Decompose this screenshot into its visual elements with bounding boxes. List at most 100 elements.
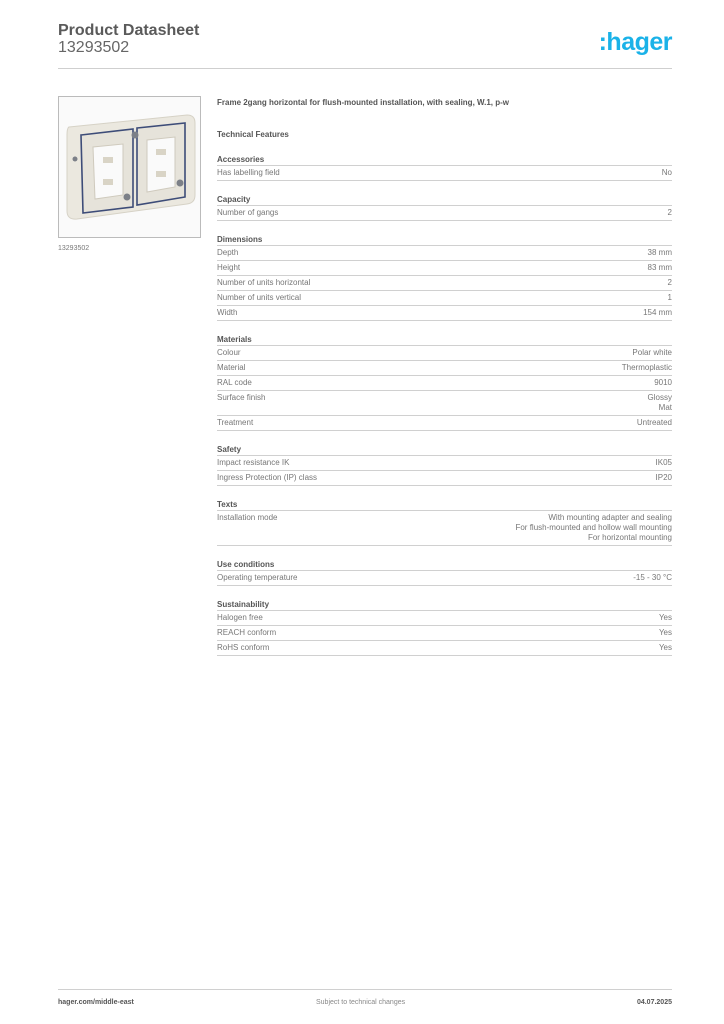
feature-value: Thermoplastic: [622, 363, 672, 373]
feature-value-line: For horizontal mounting: [587, 533, 672, 542]
group-title: Dimensions: [217, 234, 672, 246]
document-title: Product Datasheet: [58, 22, 200, 39]
feature-row: RAL code 9010: [217, 376, 672, 391]
feature-value: IP20: [656, 473, 672, 483]
feature-row: Width 154 mm: [217, 306, 672, 321]
feature-label: Number of gangs: [217, 208, 279, 217]
header-divider: [58, 68, 672, 69]
feature-label: REACH conform: [217, 628, 277, 637]
feature-value-line: Untreated: [636, 418, 672, 427]
feature-label: Number of units horizontal: [217, 278, 311, 287]
technical-content: Frame 2gang horizontal for flush-mounted…: [217, 96, 672, 656]
feature-label: Halogen free: [217, 613, 263, 622]
frame-product-icon: [59, 97, 200, 237]
feature-value: Yes: [659, 613, 672, 623]
feature-value: No: [662, 168, 672, 178]
group-title: Accessories: [217, 154, 672, 166]
feature-value: 154 mm: [643, 308, 672, 318]
feature-value-line: No: [661, 168, 672, 177]
feature-value: Untreated: [637, 418, 672, 428]
group-title: Materials: [217, 334, 672, 346]
feature-label: RoHS conform: [217, 643, 270, 652]
feature-row: Impact resistance IK IK05: [217, 456, 672, 471]
product-number: 13293502: [58, 39, 130, 56]
feature-value-line: 2: [667, 278, 672, 287]
feature-value: Yes: [659, 628, 672, 638]
group-title: Capacity: [217, 194, 672, 206]
feature-row: Operating temperature -15 - 30 °C: [217, 571, 672, 586]
page-header: Product Datasheet 13293502 :hager: [58, 22, 673, 70]
feature-row: Colour Polar white: [217, 346, 672, 361]
feature-value-line: Yes: [658, 613, 672, 622]
feature-value-line: Yes: [658, 628, 672, 637]
feature-label: Colour: [217, 348, 241, 357]
feature-label: Impact resistance IK: [217, 458, 290, 467]
feature-row: Installation mode With mounting adapter a…: [217, 511, 672, 546]
feature-value: 83 mm: [648, 263, 672, 273]
footer-date: 04.07.2025: [636, 999, 672, 1006]
product-image: [58, 96, 201, 238]
feature-value-line: Yes: [658, 643, 672, 652]
footer-divider: [58, 989, 672, 990]
feature-row: Halogen free Yes: [217, 611, 672, 626]
feature-row: Material Thermoplastic: [217, 361, 672, 376]
feature-value-line: -15 - 30 °C: [633, 573, 672, 582]
feature-value: Polar white: [632, 348, 672, 358]
feature-value-line: Mat: [658, 403, 672, 412]
footer-website: hager.com/middle-east: [58, 999, 134, 1006]
feature-value-line: Polar white: [632, 348, 672, 357]
group-title: Use conditions: [217, 559, 672, 571]
group-title: Sustainability: [217, 599, 672, 611]
feature-row: RoHS conform Yes: [217, 641, 672, 656]
group-title: Safety: [217, 444, 672, 456]
feature-label: Has labelling field: [217, 168, 280, 177]
feature-label: Surface finish: [217, 393, 266, 402]
group-title: Texts: [217, 499, 672, 511]
hager-logo: :hager: [598, 28, 673, 56]
feature-label: Installation mode: [217, 513, 278, 522]
feature-label: Operating temperature: [217, 573, 298, 582]
feature-value-line: 83 mm: [647, 263, 672, 272]
footer-notice: Subject to technical changes: [316, 999, 406, 1006]
feature-row: REACH conform Yes: [217, 626, 672, 641]
feature-value-line: For flush-mounted and hollow wall mounti…: [515, 523, 672, 532]
technical-features-heading: Technical Features: [217, 130, 289, 139]
feature-value-line: With mounting adapter and sealing: [548, 513, 672, 522]
feature-value-line: 2: [667, 208, 672, 217]
feature-label: RAL code: [217, 378, 252, 387]
feature-value-line: 38 mm: [647, 248, 672, 257]
feature-value: 2: [668, 208, 672, 218]
feature-value-line: IK05: [655, 458, 672, 467]
feature-label: Width: [217, 308, 238, 317]
feature-row: Height 83 mm: [217, 261, 672, 276]
feature-value: -15 - 30 °C: [633, 573, 672, 583]
feature-value-line: 1: [667, 293, 672, 302]
feature-label: Material: [217, 363, 246, 372]
feature-value: Yes: [659, 643, 672, 653]
feature-value: 9010: [654, 378, 672, 388]
feature-value: 38 mm: [648, 248, 672, 258]
feature-value: 1: [668, 293, 672, 303]
feature-value-line: Thermoplastic: [621, 363, 672, 372]
feature-label: Height: [217, 263, 241, 272]
product-description: Frame 2gang horizontal for flush-mounted…: [217, 98, 510, 107]
feature-value: 2: [668, 278, 672, 288]
feature-value: IK05: [656, 458, 672, 468]
feature-value-line: Glossy: [647, 393, 672, 402]
feature-value-line: IP20: [655, 473, 672, 482]
